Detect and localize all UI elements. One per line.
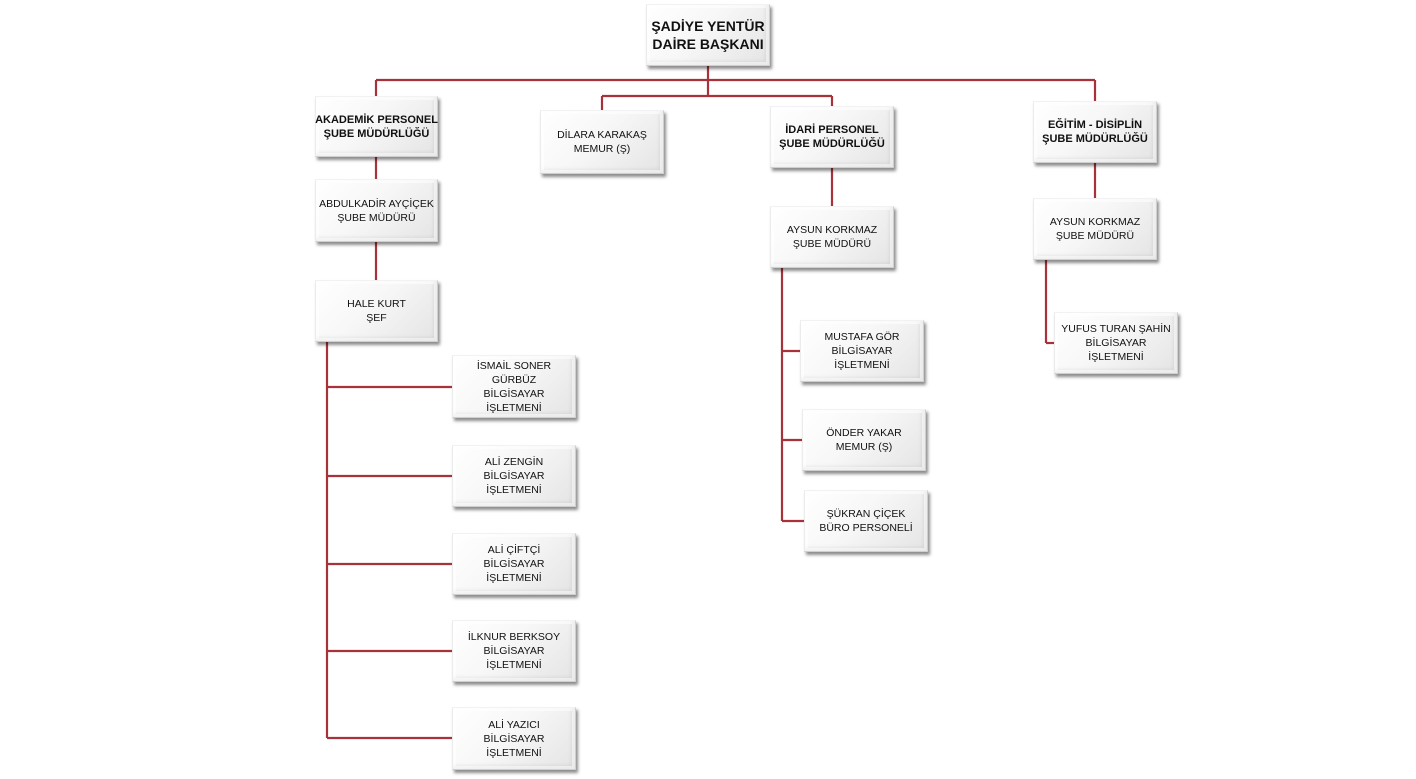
person-title: BİLGİSAYAR (483, 558, 545, 570)
person-aysun-korkmaz-idari: AYSUN KORKMAZ ŞUBE MÜDÜRÜ (770, 206, 894, 268)
unit-idari-personel: İDARİ PERSONEL ŞUBE MÜDÜRLÜĞÜ (770, 106, 894, 168)
unit-label-line1: İDARİ PERSONEL (785, 124, 879, 136)
person-abdulkadir-aycicek: ABDULKADİR AYÇİÇEK ŞUBE MÜDÜRÜ (315, 179, 438, 242)
person-hale-kurt: HALE KURT ŞEF (315, 280, 438, 342)
person-title: MEMUR (Ş) (573, 143, 631, 155)
unit-egitim-disiplin: EĞİTİM - DİSİPLİN ŞUBE MÜDÜRLÜĞÜ (1033, 101, 1157, 163)
person-name: MUSTAFA GÖR (824, 331, 900, 343)
person-sukran-cicek: ŞÜKRAN ÇİÇEK BÜRO PERSONELİ (804, 490, 928, 552)
person-title: BÜRO PERSONELİ (819, 522, 913, 534)
person-title-cont: İŞLETMENİ (486, 572, 542, 584)
person-onder-yakar: ÖNDER YAKAR MEMUR (Ş) (802, 409, 926, 471)
person-name: ALİ YAZICI (488, 718, 540, 731)
person-title: BİLGİSAYAR (483, 645, 545, 657)
unit-akademik-personel: AKADEMİK PERSONEL ŞUBE MÜDÜRLÜĞÜ (315, 96, 438, 157)
person-name: İLKNUR BERKSOY (467, 631, 561, 643)
person-name: ALİ ÇİFTÇİ (487, 544, 541, 556)
person-title-cont: İŞLETMENİ (834, 359, 890, 371)
person-dilara-karakas: DİLARA KARAKAŞ MEMUR (Ş) (540, 110, 664, 174)
person-title: BİLGİSAYAR (483, 732, 545, 745)
person-title: MEMUR (Ş) (835, 441, 893, 453)
person-title: ŞEF (366, 312, 387, 324)
person-name: ÖNDER YAKAR (826, 427, 902, 439)
person-name: HALE KURT (347, 298, 406, 310)
person-ali-ciftci: ALİ ÇİFTÇİ BİLGİSAYAR İŞLETMENİ (452, 533, 576, 595)
root-title: DAİRE BAŞKANI (652, 36, 764, 52)
unit-label-line1: AKADEMİK PERSONEL (315, 113, 438, 126)
person-title-cont: İŞLETMENİ (1088, 351, 1144, 363)
person-title-cont: İŞLETMENİ (486, 401, 542, 414)
person-name: ABDULKADİR AYÇİÇEK (319, 197, 434, 210)
person-title: ŞUBE MÜDÜRÜ (337, 211, 416, 224)
person-name: ŞÜKRAN ÇİÇEK (826, 508, 906, 520)
person-title: BİLGİSAYAR (831, 345, 893, 357)
person-title: BİLGİSAYAR (483, 470, 545, 482)
unit-label-line2: ŞUBE MÜDÜRLÜĞÜ (1042, 133, 1148, 145)
person-name: DİLARA KARAKAŞ (557, 129, 647, 141)
person-name: İSMAİL SONER (476, 359, 552, 372)
person-ismail-soner-gurbuz: İSMAİL SONER GÜRBÜZ BİLGİSAYAR İŞLETMENİ (452, 355, 576, 418)
person-name-cont: GÜRBÜZ (491, 373, 537, 386)
person-ali-zengin: ALİ ZENGİN BİLGİSAYAR İŞLETMENİ (452, 445, 576, 507)
unit-label-line2: ŞUBE MÜDÜRLÜĞÜ (779, 138, 885, 150)
person-title-cont: İŞLETMENİ (486, 484, 542, 496)
person-title: BİLGİSAYAR (1085, 337, 1147, 349)
person-title-cont: İŞLETMENİ (486, 746, 542, 759)
person-name: YUFUS TURAN ŞAHİN (1061, 323, 1171, 335)
person-mustafa-gor: MUSTAFA GÖR BİLGİSAYAR İŞLETMENİ (800, 320, 924, 382)
unit-label-line2: ŞUBE MÜDÜRLÜĞÜ (323, 127, 430, 140)
person-name: AYSUN KORKMAZ (786, 224, 878, 236)
person-yufus-turan-sahin: YUFUS TURAN ŞAHİN BİLGİSAYAR İŞLETMENİ (1054, 312, 1178, 374)
unit-label-line1: EĞİTİM - DİSİPLİN (1047, 119, 1143, 131)
person-ilknur-berksoy: İLKNUR BERKSOY BİLGİSAYAR İŞLETMENİ (452, 620, 576, 682)
person-name: ALİ ZENGİN (484, 456, 544, 468)
root-node-daire-baskani: ŞADİYE YENTÜR DAİRE BAŞKANI (646, 4, 770, 66)
root-name: ŞADİYE YENTÜR (651, 18, 765, 34)
person-title: ŞUBE MÜDÜRÜ (1055, 230, 1135, 242)
person-name: AYSUN KORKMAZ (1049, 216, 1141, 228)
person-ali-yazici: ALİ YAZICI BİLGİSAYAR İŞLETMENİ (452, 707, 576, 770)
person-title-cont: İŞLETMENİ (486, 659, 542, 671)
person-title: BİLGİSAYAR (483, 387, 545, 400)
person-aysun-korkmaz-egitim: AYSUN KORKMAZ ŞUBE MÜDÜRÜ (1033, 198, 1157, 260)
person-title: ŞUBE MÜDÜRÜ (792, 238, 872, 250)
